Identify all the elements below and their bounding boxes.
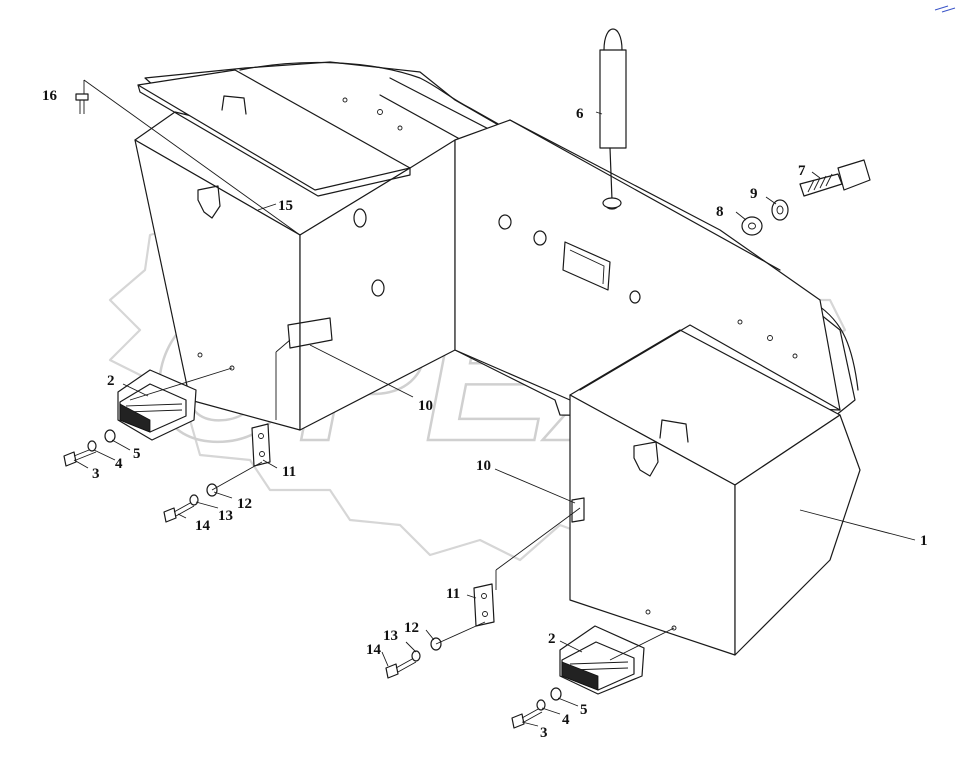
callout-11-left: 11 (282, 464, 296, 480)
callout-4-right: 4 (562, 712, 570, 728)
callout-3-left: 3 (92, 466, 100, 482)
callout-7: 7 (798, 163, 806, 179)
fasteners-right-plate (385, 637, 442, 679)
callout-2-right: 2 (548, 631, 556, 647)
callout-4-left: 4 (115, 456, 123, 472)
callout-12-left: 12 (237, 496, 252, 512)
callout-8: 8 (716, 204, 724, 220)
plate-right (473, 583, 495, 627)
leader-lines (73, 111, 916, 727)
callout-11-right: 11 (446, 586, 460, 602)
corner-mark (934, 5, 956, 13)
callout-1: 1 (920, 533, 928, 549)
callout-5-right: 5 (580, 702, 588, 718)
lifting-eye (599, 28, 627, 209)
callout-16: 16 (42, 88, 58, 104)
callout-14-right: 14 (366, 642, 382, 658)
callout-6: 6 (576, 106, 584, 122)
counterweight-body (134, 61, 861, 656)
callouts: 1 2 2 3 3 4 4 5 5 6 7 8 9 10 10 11 11 12… (42, 88, 928, 741)
callout-13-right: 13 (383, 628, 398, 644)
step-right (559, 625, 645, 695)
callout-14-left: 14 (195, 518, 211, 534)
callout-15: 15 (278, 198, 293, 214)
fasteners-left-plate (163, 483, 218, 523)
callout-10-left: 10 (418, 398, 433, 414)
bolt-7 (799, 159, 871, 197)
plate-left (251, 423, 271, 467)
washer-8 (741, 216, 763, 236)
bolt-16 (75, 79, 301, 236)
fasteners-right-step (511, 687, 562, 729)
step-left (117, 369, 197, 441)
fasteners-left-step (63, 429, 116, 467)
callout-2-left: 2 (107, 373, 115, 389)
callout-12-right: 12 (404, 620, 419, 636)
callout-10-right: 10 (476, 458, 491, 474)
callout-13-left: 13 (218, 508, 233, 524)
callout-3-right: 3 (540, 725, 548, 741)
callout-5-left: 5 (133, 446, 141, 462)
washer-9 (771, 199, 789, 221)
callout-9: 9 (750, 186, 758, 202)
